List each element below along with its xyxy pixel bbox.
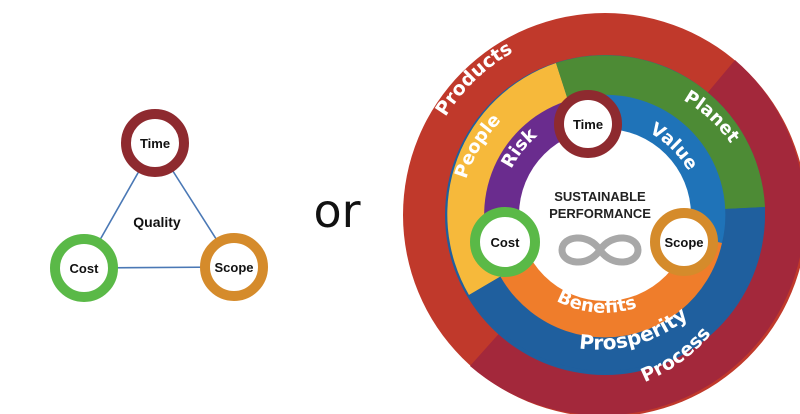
triangle-node-scope: Scope xyxy=(200,233,268,301)
triangle-node-time-label: Time xyxy=(140,136,170,151)
triangle-center-label: Quality xyxy=(133,214,181,230)
triangle-node-cost-label: Cost xyxy=(70,261,100,276)
sustainability-wheel: Products Process People Planet Prosperit… xyxy=(403,13,800,414)
infinity-icon xyxy=(558,234,642,266)
wheel-node-cost-label: Cost xyxy=(491,235,521,250)
wheel-node-cost: Cost xyxy=(470,207,540,277)
wheel-node-scope-label: Scope xyxy=(664,235,703,250)
triangle-node-time: Time xyxy=(121,109,189,177)
connector-word: or xyxy=(313,184,360,238)
wheel-center-title-line1: SUSTAINABLE xyxy=(554,189,646,204)
wheel-center-title-line2: PERFORMANCE xyxy=(549,206,651,221)
iron-triangle: Quality Time Cost Scope xyxy=(50,109,268,302)
wheel-node-time-label: Time xyxy=(573,117,603,132)
triangle-node-scope-label: Scope xyxy=(214,260,253,275)
triangle-node-cost: Cost xyxy=(50,234,118,302)
wheel-node-time: Time xyxy=(554,90,622,158)
wheel-node-scope: Scope xyxy=(650,208,718,276)
